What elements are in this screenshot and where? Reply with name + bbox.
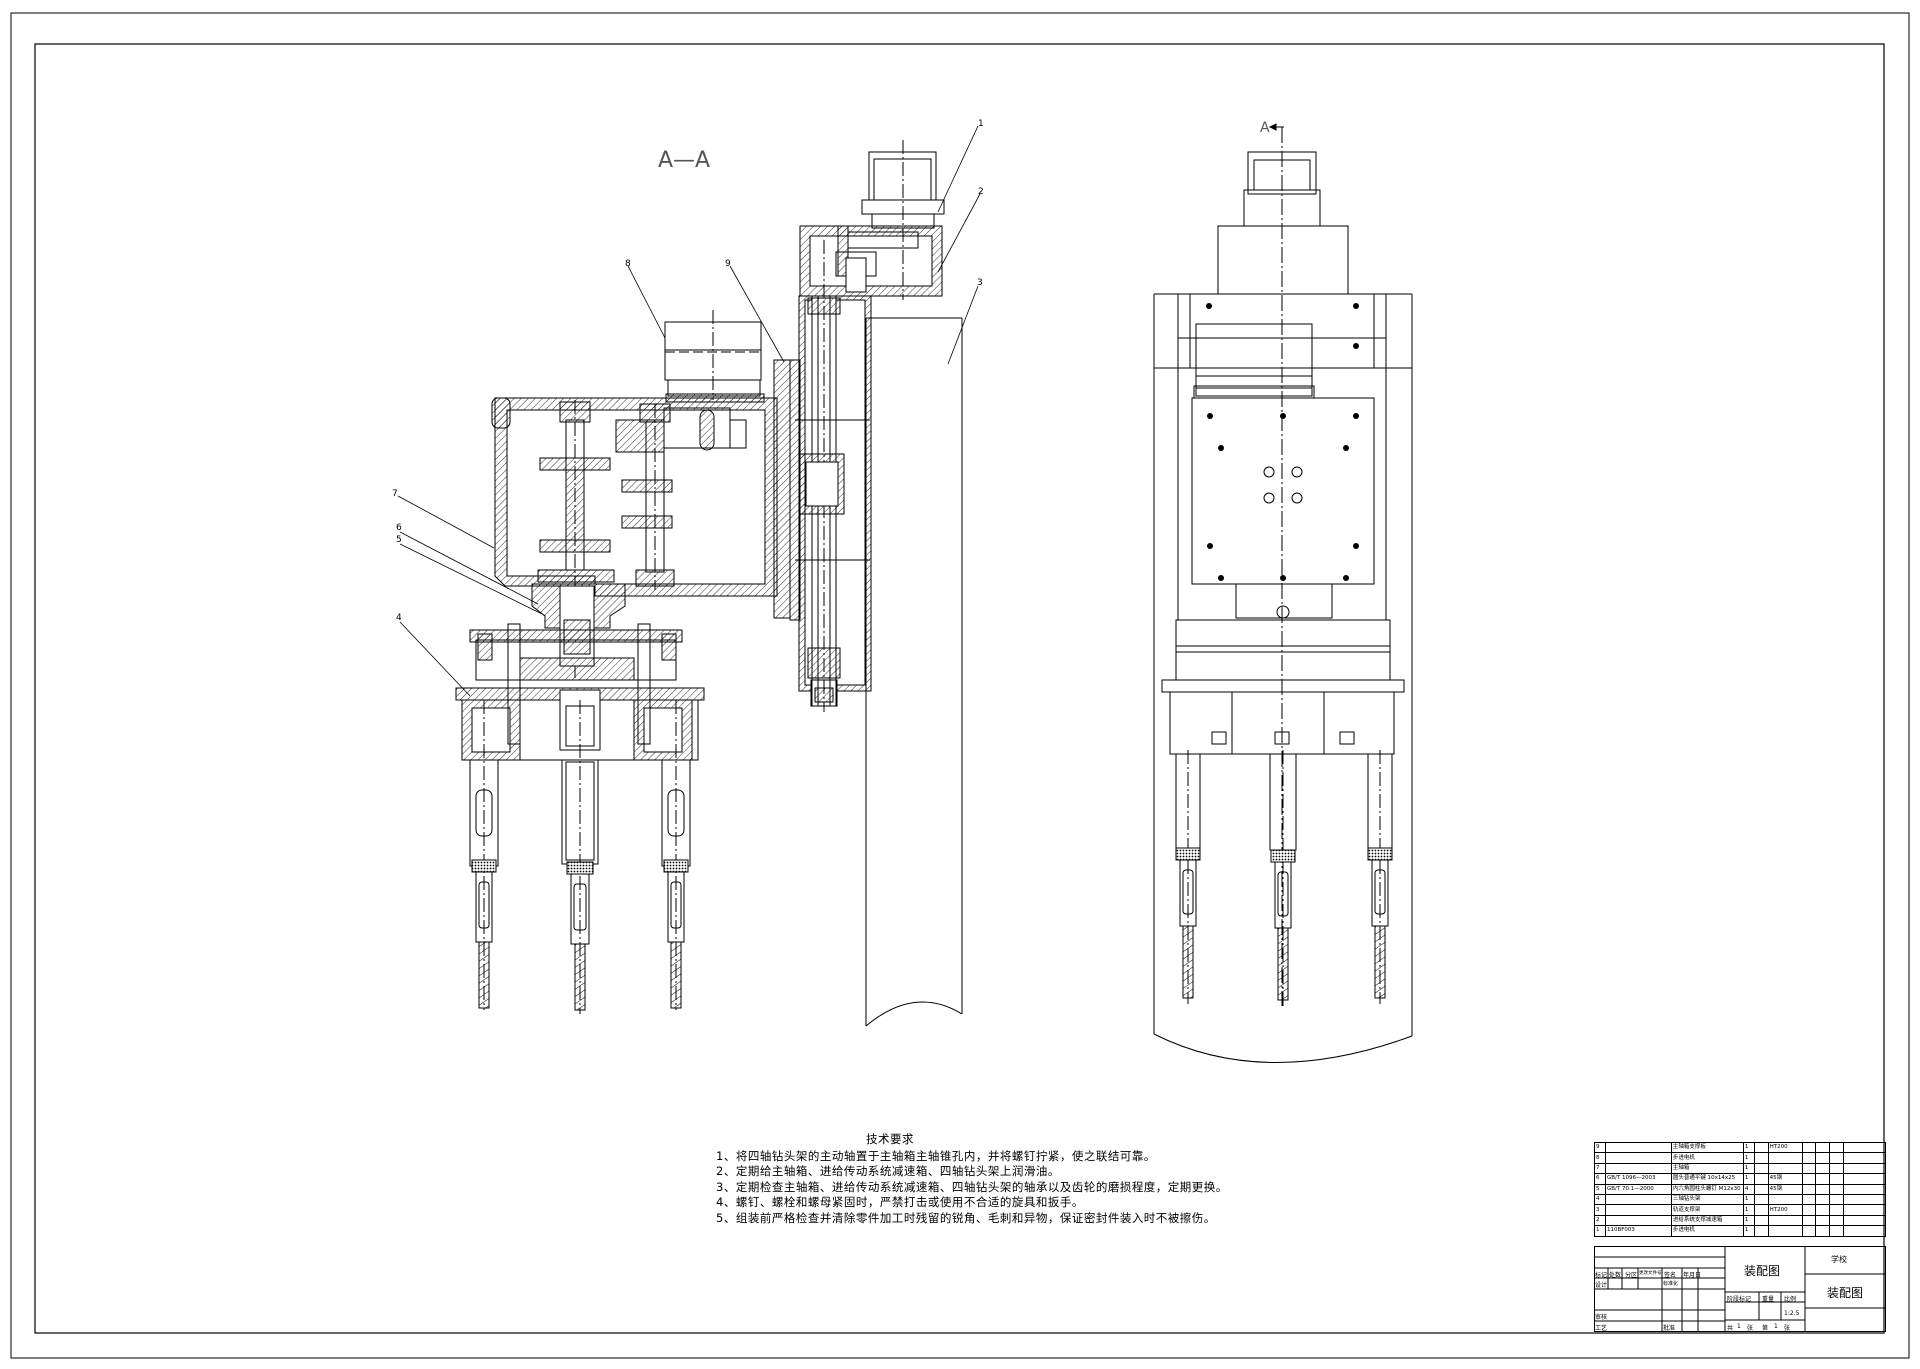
- tech-requirement-item: 5、组装前严格检查并清除零件加工时残留的锐角、毛刺和异物，保证密封件装入时不被擦…: [716, 1210, 1216, 1225]
- tb-header-cell: 标记: [1595, 1272, 1608, 1279]
- tb-row-label: 审核: [1595, 1314, 1608, 1321]
- callout-4: 4: [396, 613, 402, 623]
- outer-border: [10, 12, 1910, 1359]
- tech-requirement-item: 3、定期检查主轴箱、进给传动系统减速箱、四轴钻头架的轴承以及齿轮的磨损程度，定期…: [716, 1179, 1228, 1194]
- guide-rail-column: [865, 317, 963, 1027]
- drill-spindle-right: [661, 700, 691, 1010]
- front-view: A: [1153, 120, 1413, 1063]
- callout-9: 9: [725, 259, 731, 269]
- tb-sheets: 1: [1737, 1323, 1741, 1330]
- technical-requirements: 技术要求 1、将四轴钻头架的主动轴置于主轴箱主轴锥孔内，并将螺钉拧紧，使之联结可…: [716, 1132, 1228, 1227]
- tb-header-cell: 签名: [1664, 1272, 1677, 1279]
- tb-scale: 1:2.5: [1784, 1310, 1800, 1317]
- coupling-housing: [531, 583, 626, 667]
- three-axis-drill-head-4: [455, 623, 705, 761]
- spindle-box-7: [491, 397, 778, 680]
- tb-sheets: 张: [1747, 1325, 1754, 1332]
- tb-sheets: 1: [1774, 1323, 1778, 1330]
- view-arrow-label: A: [1260, 120, 1270, 136]
- tech-requirement-item: 4、螺钉、螺栓和螺母紧固时，严禁打击或使用不合适的旋具和扳手。: [716, 1195, 1084, 1210]
- tb-school: 学校: [1831, 1255, 1847, 1264]
- title-block-grid: [1594, 1246, 1886, 1332]
- feed-screw-housing: [789, 240, 872, 712]
- callout-leaders: [397, 125, 981, 697]
- tb-header-cell: 更改文件号: [1639, 1271, 1662, 1276]
- tb-drawing-name: 装配图: [1744, 1264, 1781, 1278]
- callout-numbers: 1 2 3 4 5 6 7 8 9: [392, 119, 984, 623]
- tb-row-label: 设计: [1595, 1282, 1608, 1289]
- tech-requirement-item: 2、定期给主轴箱、进给传动系统减速箱、四轴钻头架上润滑油。: [716, 1164, 1060, 1179]
- drill-spindle-center: [561, 700, 599, 1014]
- section-a-a-view: A—A: [392, 119, 984, 1027]
- tb-stage-cell: 比例: [1784, 1296, 1797, 1303]
- tb-row-label: 工艺: [1595, 1325, 1608, 1332]
- tb-drawing-title: 装配图: [1827, 1286, 1864, 1300]
- callout-7: 7: [392, 489, 398, 499]
- callout-2: 2: [978, 187, 984, 197]
- section-label: A—A: [658, 148, 710, 173]
- front-spindle-left: [1175, 750, 1201, 1004]
- inner-frame: [34, 43, 1885, 1334]
- tb-header-cell: 处数: [1609, 1272, 1622, 1279]
- tb-stage-cell: 阶段标记: [1727, 1296, 1752, 1303]
- drill-spindle-left: [469, 700, 499, 1010]
- tech-requirements-title: 技术要求: [866, 1132, 914, 1146]
- tb-row-label: 标准化: [1663, 1281, 1679, 1287]
- tb-stage-cell: 重量: [1762, 1296, 1775, 1303]
- tb-header-cell: 分区: [1625, 1272, 1638, 1279]
- tech-requirement-item: 1、将四轴钻头架的主动轴置于主轴箱主轴锥孔内，并将螺钉拧紧，使之联结可靠。: [716, 1148, 1156, 1163]
- tb-header-cell: 年月日: [1683, 1272, 1702, 1279]
- callout-1: 1: [978, 119, 984, 129]
- callout-8: 8: [625, 259, 631, 269]
- callout-5: 5: [396, 535, 402, 545]
- title-block-lower: 标记 处数 分区 更改文件号 签名 年月日 设计 标准化 审核 工艺 批准 装配…: [1594, 1246, 1886, 1332]
- tb-sheets: 张: [1784, 1325, 1791, 1332]
- feed-gearbox: [799, 140, 945, 300]
- tb-sheets: 第: [1762, 1325, 1769, 1332]
- tb-row-label: 批准: [1663, 1325, 1676, 1332]
- tb-sheets: 共: [1727, 1325, 1734, 1332]
- plate-bolts: [1206, 303, 1359, 581]
- stepper-motor-8: [664, 310, 765, 403]
- front-spindle-center: [1269, 750, 1297, 1008]
- callout-6: 6: [396, 523, 402, 533]
- callout-3: 3: [977, 278, 983, 288]
- front-spindle-right: [1367, 750, 1393, 1004]
